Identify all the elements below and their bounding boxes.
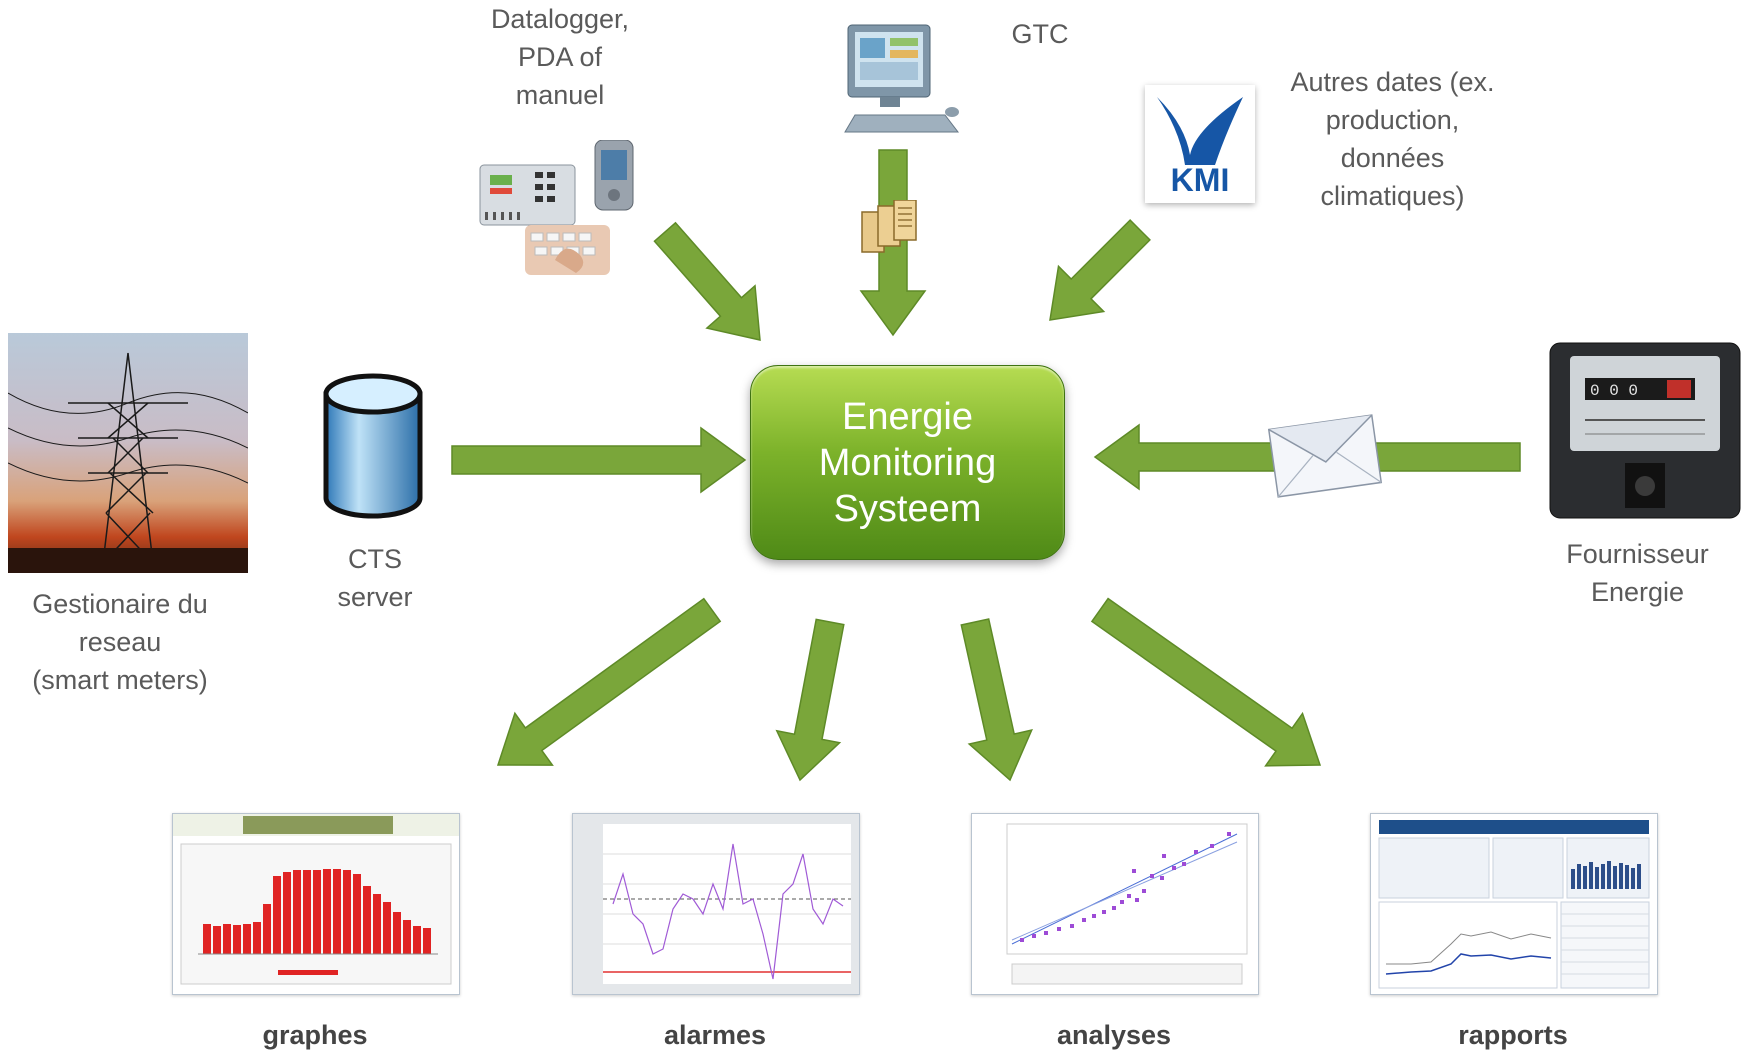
cts-server-label: CTS server [320, 540, 430, 616]
arrow-center-to-graphes [496, 597, 722, 766]
graphes-screenshot [172, 813, 460, 995]
cts-line-1: CTS [348, 544, 402, 574]
graphes-label: graphes [262, 1020, 368, 1050]
cts-line-2: server [337, 582, 413, 612]
fournisseur-line-1: Fournisseur [1566, 539, 1709, 569]
gtc-label: GTC [995, 15, 1085, 53]
arrow-center-to-rapports [1090, 597, 1322, 767]
energie-monitoring-systeem-box: Energie Monitoring Systeem [750, 365, 1065, 560]
arrow-cts-to-center [451, 426, 747, 494]
center-line-3: Systeem [833, 487, 982, 530]
gtc-line-1: GTC [1011, 19, 1069, 49]
arrow-center-to-alarmes [775, 618, 845, 782]
gestionaire-line-2: reseau [78, 627, 162, 657]
gestionaire-label: Gestionaire du reseau (smart meters) [5, 585, 235, 699]
autres-line-1: Autres dates (ex. [1290, 67, 1495, 97]
envelope-icon [1265, 408, 1385, 503]
rapports-screenshot [1370, 813, 1658, 995]
gestionaire-line-1: Gestionaire du [32, 589, 208, 619]
datalogger-line-1: Datalogger, [490, 4, 630, 34]
gestionaire-line-3: (smart meters) [32, 665, 208, 695]
autres-dates-label: Autres dates (ex. production, données cl… [1260, 63, 1525, 215]
electricity-meter-icon: 0 0 0 [1545, 338, 1745, 528]
center-line-2: Monitoring [818, 441, 997, 484]
autres-line-2: production, [1325, 105, 1460, 135]
autres-line-4: climatiques) [1320, 181, 1465, 211]
arrow-center-to-analyses [960, 618, 1033, 782]
alarmes-screenshot [572, 813, 860, 995]
svg-text:0 0 0: 0 0 0 [1590, 382, 1638, 400]
documents-icon [858, 199, 928, 260]
kmi-logo: KMI [1145, 85, 1255, 203]
analyses-screenshot [971, 813, 1259, 995]
datalogger-label: Datalogger, PDA of manuel [455, 0, 665, 114]
computer-icon [840, 20, 965, 140]
datalogger-line-2: PDA of [517, 42, 603, 72]
datalogger-line-3: manuel [515, 80, 605, 110]
svg-text:KMI: KMI [1171, 162, 1230, 198]
fournisseur-line-2: Energie [1590, 577, 1685, 607]
datalogger-devices-icon [475, 139, 650, 280]
arrow-kmi-to-center [1049, 219, 1151, 321]
analyses-label: analyses [1056, 1020, 1172, 1050]
fournisseur-label: Fournisseur Energie [1530, 535, 1745, 611]
autres-line-3: données [1340, 143, 1445, 173]
database-icon [320, 372, 430, 522]
power-pylon-photo [8, 333, 248, 573]
alarmes-label: alarmes [663, 1020, 767, 1050]
center-line-1: Energie [842, 395, 973, 438]
rapports-label: rapports [1458, 1020, 1568, 1050]
arrow-datalogger-to-center [653, 221, 761, 341]
